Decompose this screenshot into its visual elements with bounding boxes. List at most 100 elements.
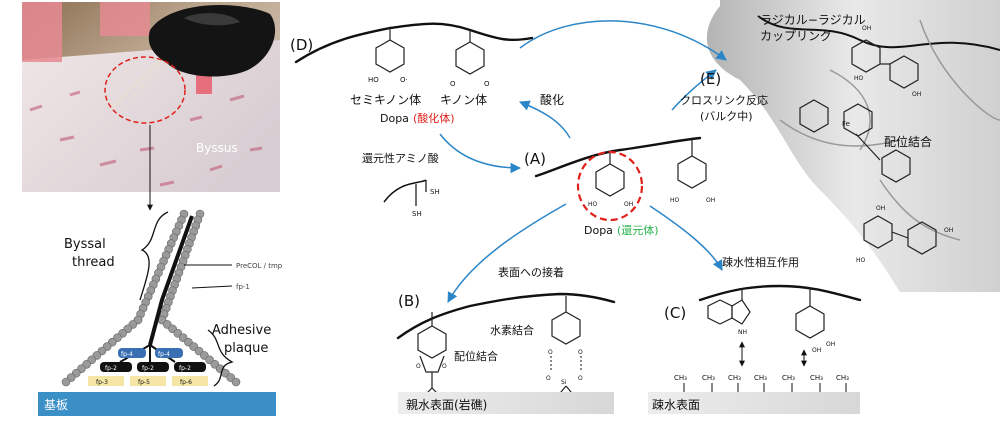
thread-brace [139,211,169,301]
svg-text:HO: HO [854,75,864,82]
plaque-label-2: plaque [224,341,268,356]
bead [231,377,241,387]
svg-text:O: O [442,363,447,370]
protein-fp2-c: fp-2 [179,365,191,372]
dopa-oxidized-label: Dopa(酸化体) [380,111,455,125]
thread-label-2: thread [72,255,115,270]
plaque-brace [207,329,234,387]
protein-fp3: fp-3 [96,379,108,386]
svg-text:O: O [450,80,456,88]
ch3-label: CH₃ [674,374,687,382]
ch3-label: CH₃ [810,374,823,382]
quinone-label: キノン体 [440,93,487,107]
quinone-structure: O O [450,30,490,88]
label-b: (B) [398,292,420,310]
nh-label: NH [738,329,747,336]
svg-text:O: O [578,375,583,382]
protein-fp5: fp-5 [138,379,150,386]
semiquinone-label: セミキノン体 [350,93,421,107]
substrate-label: 基板 [44,398,68,412]
catechol-hbond: O O O O Si [546,296,583,399]
thiol-structure: SH SH [383,179,440,218]
precol-label: PreCOL / tmp [236,262,283,270]
bead-outline [61,209,241,387]
bead [61,377,71,387]
svg-text:O·: O· [400,76,408,84]
thread-label-1: Byssal [64,237,106,252]
svg-text:OH: OH [862,25,871,32]
indole-structure: NH [707,288,751,336]
reduction-arrow [439,133,522,174]
label-a: (A) [524,150,546,168]
hydrophobic-surface-label: 疎水表面 [652,398,700,412]
oxidation-arrow [519,100,571,139]
hydrophobic-arrow [649,205,723,271]
byssus-photo: Byssus [22,2,280,192]
coordination-bond-b-label: 配位結合 [454,349,498,363]
bulk-label: (バルク中) [700,110,753,123]
protein-blocks: fp-4 fp-4 fp-2 fp-2 fp-2 fp-3 fp-5 fp-6 [88,348,208,386]
svg-text:HO: HO [670,197,680,204]
sh-label-2: SH [412,210,422,218]
ch3-label: CH₃ [836,374,849,382]
svg-text:O: O [416,363,421,370]
radical-coupling-label-1: ラジカル−ラジカル [760,13,866,27]
svg-text:O: O [546,375,551,382]
ch3-label: CH₃ [702,374,715,382]
semiquinone-structure: HO O· [368,28,408,84]
protein-fp6: fp-6 [180,379,192,386]
label-c: (C) [664,304,686,322]
svg-text:OH: OH [826,341,835,348]
crosslink-arrow-a [671,69,717,111]
surface-contact-arrow [447,203,567,303]
bulk-molecules: OH OH HO HO OH OH [799,25,953,264]
dopa-highlight-circle [576,150,644,222]
svg-text:HO: HO [856,257,866,264]
ch3-label: CH₃ [754,374,767,382]
svg-text:O: O [548,349,553,356]
ch3-label: CH₃ [728,374,741,382]
svg-text:OH: OH [812,347,821,354]
label-e: (E) [700,70,721,88]
svg-text:HO: HO [588,201,598,208]
svg-text:O: O [578,349,583,356]
crosslink-arrow-top [519,20,727,61]
svg-text:OH: OH [624,201,633,208]
oxidation-label: 酸化 [540,92,564,107]
svg-text:HO: HO [368,76,379,84]
hydrogen-bond-label: 水素結合 [490,323,534,337]
hydrophobic-surface-bar [648,392,860,414]
surface-contact-label: 表面への接着 [498,265,564,279]
protein-fp4-b: fp-4 [158,351,170,358]
surface-b [396,292,616,340]
byssus-label: Byssus [196,141,238,155]
dopa-reduced-structure: HO OH [576,150,644,222]
hydrophilic-surface-label: 親水表面(岩礁) [406,397,487,412]
svg-text:O: O [484,80,490,88]
surface-d [294,22,534,64]
dopa-c-structure: OH OH [795,288,835,354]
hydrophilic-surface-bar [398,392,614,414]
crosslink-label: クロスリンク反応 [680,93,768,107]
fe-label: Fe [842,120,850,128]
coordination-bond-e-label: 配位結合 [884,134,932,149]
fp1-label: fp-1 [236,283,250,291]
svg-text:OH: OH [706,197,715,204]
hydrophobic-interaction-label: 疎水性相互作用 [722,255,799,269]
svg-text:OH: OH [876,205,885,212]
thread-core [148,215,194,346]
reducing-amino-acid-label: 還元性アミノ酸 [362,151,439,165]
protein-fp2-b: fp-2 [142,365,154,372]
si-label: Si [561,379,567,386]
dopa-reduced-label: Dopa(還元体) [584,223,659,237]
label-d: (D) [290,36,313,54]
substrate-bar [38,392,276,416]
svg-text:OH: OH [912,91,921,98]
ch3-label: CH₃ [782,374,795,382]
protein-fp4-a: fp-4 [121,351,133,358]
surface-a [534,136,702,178]
surface-c [698,284,862,302]
svg-text:OH: OH [944,227,953,234]
